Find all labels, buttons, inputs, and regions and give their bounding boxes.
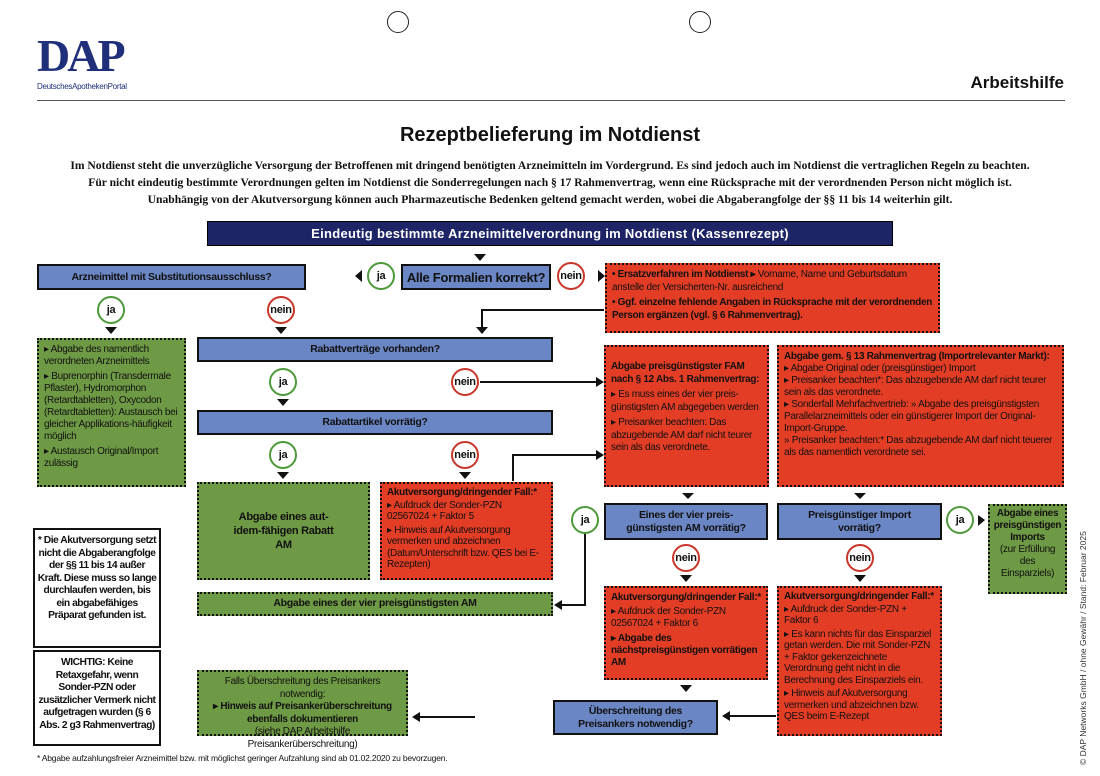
connector-line xyxy=(481,309,604,328)
intro-line: Für nicht eindeutig bestimmte Verordnung… xyxy=(88,176,1012,189)
box-paragraph-13: Abgabe gem. § 13 Rahmenvertrag (Importre… xyxy=(777,345,1064,487)
punch-hole xyxy=(689,11,711,33)
box-text: (zur Erfüllung des Einsparziels) xyxy=(999,544,1056,579)
arrow-down xyxy=(854,575,866,582)
arrow-down xyxy=(682,493,694,499)
box-akut-2: Akutversorgung/dringender Fall:* ▸ Aufdr… xyxy=(604,586,768,680)
note-akutversorgung: * Die Akutversorgung setzt nicht die Abg… xyxy=(33,528,161,648)
box-substitution-yes: ▸ Abgabe des namentlich verordneten Arzn… xyxy=(37,338,186,487)
list-item: ▸ Aufdruck der Sonder-PZN 02567024 + Fak… xyxy=(387,499,502,523)
box-aut-idem: Abgabe eines aut-idem-fähigen Rabatt AM xyxy=(197,482,370,580)
arrow-down xyxy=(277,472,289,479)
document-category: Arbeitshilfe xyxy=(970,73,1064,92)
yes-label: ja xyxy=(571,506,599,534)
punch-hole xyxy=(387,11,409,33)
list-item: ▸ Aufdruck der Sonder-PZN 02567024 + Fak… xyxy=(611,606,726,629)
intro-text: Im Notdienst steht die unverzügliche Ver… xyxy=(30,157,1070,208)
connector-line xyxy=(512,454,596,481)
no-label: nein xyxy=(557,262,585,290)
list-item: ▸ Aufdruck der Sonder-PZN + Faktor 6 xyxy=(784,603,907,627)
arrow-down xyxy=(459,472,471,479)
arrow-down xyxy=(680,685,692,692)
dap-logo-subtitle: DeutschesApothekenPortal xyxy=(37,82,127,91)
box-akut-1: Akutversorgung/dringender Fall:* ▸ Aufdr… xyxy=(380,482,553,580)
arrow-right xyxy=(596,450,604,460)
yes-label: ja xyxy=(269,441,297,469)
box-import-abgabe: Abgabe eines preisgünstigen Imports (zur… xyxy=(988,504,1067,594)
dap-logo: DAP xyxy=(37,30,126,81)
question-rabattvertraege: Rabattverträge vorhanden? xyxy=(197,337,553,362)
box-preisanker: Falls Überschreitung des Preisankers not… xyxy=(197,670,408,750)
box-text: (siehe DAP Arbeitshilfe Preisankerübersc… xyxy=(247,726,358,750)
connector-line xyxy=(561,534,586,606)
no-label: nein xyxy=(846,544,874,572)
question-substitution: Arzneimittel mit Substitutionsausschluss… xyxy=(37,264,306,290)
yes-label: ja xyxy=(367,262,395,290)
box-fam-12: Abgabe preisgünstigster FAM nach § 12 Ab… xyxy=(604,345,769,487)
list-item: ▸ Austausch Original/Import zulässig xyxy=(44,446,159,469)
arrow-left xyxy=(355,270,362,282)
list-item: ▸ Abgabe des namentlich verordneten Arzn… xyxy=(44,344,150,367)
no-label: nein xyxy=(451,441,479,469)
question-import: Preisgünstiger Import vorrätig? xyxy=(777,503,942,540)
list-item: ▸ Preisanker beachten*: Das abzugebende … xyxy=(784,375,1047,398)
ersatz-text: Vorname, Name und Geburtsdatum anstelle … xyxy=(612,269,907,293)
arrow-down xyxy=(854,493,866,499)
arrow-down xyxy=(275,327,287,334)
box-title: ▸ Hinweis auf Preisankerüberschreitung e… xyxy=(213,701,392,725)
question-preisanker: Überschreitung des Preisankers notwendig… xyxy=(553,700,718,735)
header-divider xyxy=(37,100,1065,101)
box-title: Akutversorgung/dringender Fall:* xyxy=(611,592,761,603)
ersatz-note: • Ggf. einzelne fehlende Angaben in Rück… xyxy=(612,297,933,321)
note-wichtig: WICHTIG: Keine Retaxgefahr, wenn Sonder-… xyxy=(33,650,161,746)
arrow-down xyxy=(474,254,486,261)
box-akut-3: Akutversorgung/dringender Fall:* ▸ Aufdr… xyxy=(777,586,942,736)
list-item: ▸ Sonderfall Mehrfachvertrieb: » Abgabe … xyxy=(784,399,1039,434)
intro-line: Im Notdienst steht die unverzügliche Ver… xyxy=(70,159,1030,172)
no-label: nein xyxy=(672,544,700,572)
arrow-down xyxy=(277,399,289,406)
yes-label: ja xyxy=(269,368,297,396)
list-item: ▸ Es muss eines der vier preis-günstigst… xyxy=(611,389,759,413)
arrow-down xyxy=(476,327,488,334)
intro-line: Unabhängig von der Akutversorgung können… xyxy=(147,193,953,206)
flow-start-banner: Eindeutig bestimmte Arzneimittelverordnu… xyxy=(207,221,893,246)
list-item: ▸ Preisanker beachten: Das abzugebende A… xyxy=(611,417,753,453)
list-item: ▸ Hinweis auf Akutversorgung vermerken u… xyxy=(784,688,919,722)
arrow-left xyxy=(554,600,562,610)
question-vier-am: Eines der vier preis-günstigsten AM vorr… xyxy=(604,503,768,540)
arrow-left xyxy=(412,712,420,722)
arrow-down xyxy=(680,575,692,582)
ersatz-heading: • Ersatzverfahren im Notdienst ▸ xyxy=(612,269,756,280)
arrow-right xyxy=(596,377,604,387)
no-label: nein xyxy=(451,368,479,396)
no-label: nein xyxy=(267,296,295,324)
box-title: Abgabe preisgünstigster FAM nach § 12 Ab… xyxy=(611,361,760,385)
arrow-down xyxy=(105,327,117,334)
list-item: ▸ Buprenorphin (Transdermale Pflaster), … xyxy=(44,371,178,442)
box-title: Akutversorgung/dringender Fall:* xyxy=(784,591,934,602)
footnote: * Abgabe aufzahlungsfreier Arzneimittel … xyxy=(37,753,448,763)
box-ersatzverfahren: • Ersatzverfahren im Notdienst ▸ Vorname… xyxy=(605,263,940,333)
copyright-side-text: © DAP Networks GmbH / ohne Gewähr / Stan… xyxy=(1078,531,1088,765)
box-title: Abgabe eines preisgünstigen Imports xyxy=(993,508,1062,543)
question-rabattartikel: Rabattartikel vorrätig? xyxy=(197,410,553,435)
list-item: ▸ Abgabe Original oder (preisgünstiger) … xyxy=(784,363,976,374)
box-text: Falls Überschreitung des Preisankers not… xyxy=(224,676,381,700)
arrow-right xyxy=(978,515,985,526)
list-item: ▸ Abgabe des nächstpreisgünstigen vorrät… xyxy=(611,633,758,668)
yes-label: ja xyxy=(97,296,125,324)
arrow-right xyxy=(598,270,605,282)
box-title: Akutversorgung/dringender Fall:* xyxy=(387,487,537,498)
yes-label: ja xyxy=(946,506,974,534)
list-item: ▸ Hinweis auf Akutversorgung vermerken u… xyxy=(387,524,539,571)
arrow-left xyxy=(722,711,730,721)
box-title: Abgabe gem. § 13 Rahmenvertrag (Importre… xyxy=(784,351,1050,362)
list-item: ▸ Es kann nichts für das Einsparziel get… xyxy=(784,628,932,686)
list-item: » Preisanker beachten:* Das abzugebende … xyxy=(784,435,1052,458)
box-vier-am-abgabe: Abgabe eines der vier preisgünstigsten A… xyxy=(197,592,553,616)
question-formalien: Alle Formalien korrekt? xyxy=(401,264,551,290)
page-title: Rezeptbelieferung im Notdienst xyxy=(399,124,701,146)
